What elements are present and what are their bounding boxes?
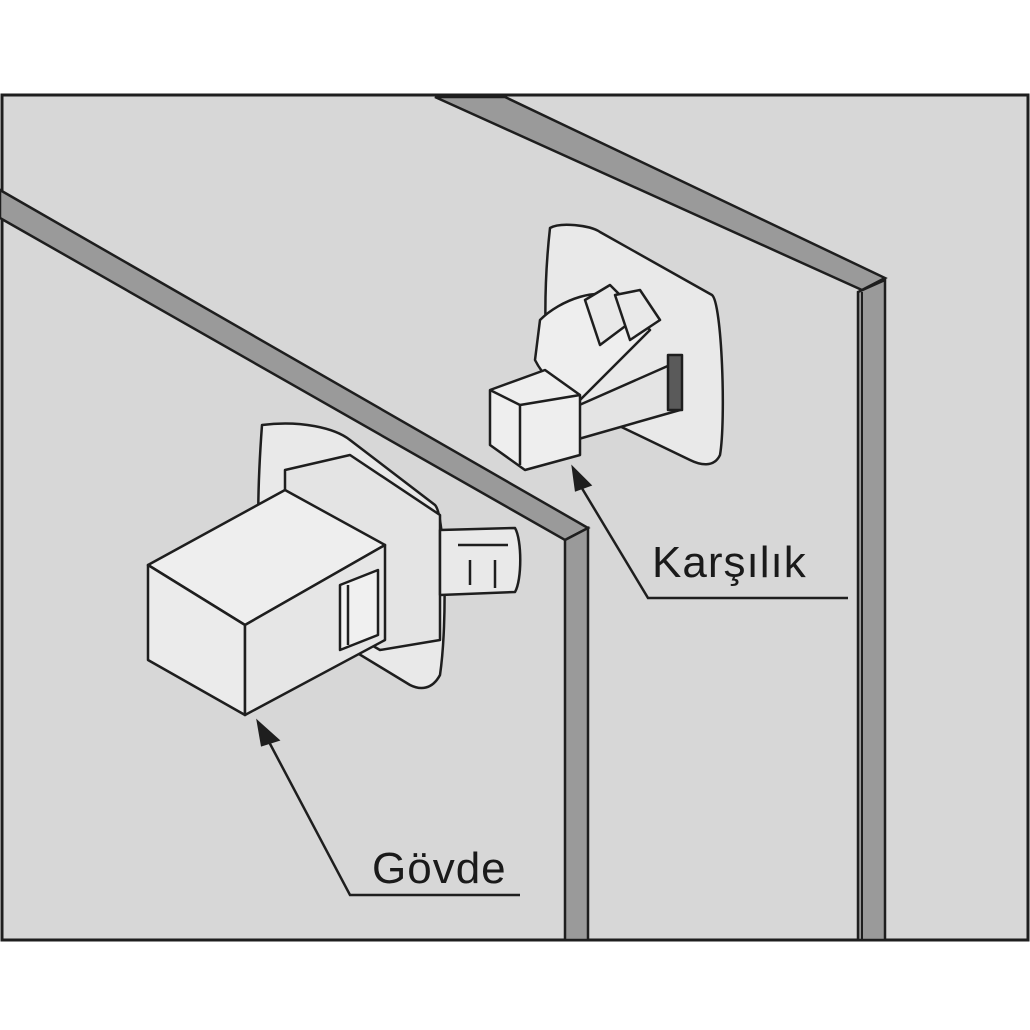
strike-callout-leader [571, 464, 848, 600]
latch-body [146, 422, 522, 717]
body-label: Gövde [372, 844, 507, 893]
latch-strike [488, 223, 725, 472]
strike-label: Karşılık [652, 538, 807, 587]
body-callout-leader [256, 718, 520, 897]
back-door-panel [434, 95, 888, 942]
front-door-panel [0, 188, 591, 942]
